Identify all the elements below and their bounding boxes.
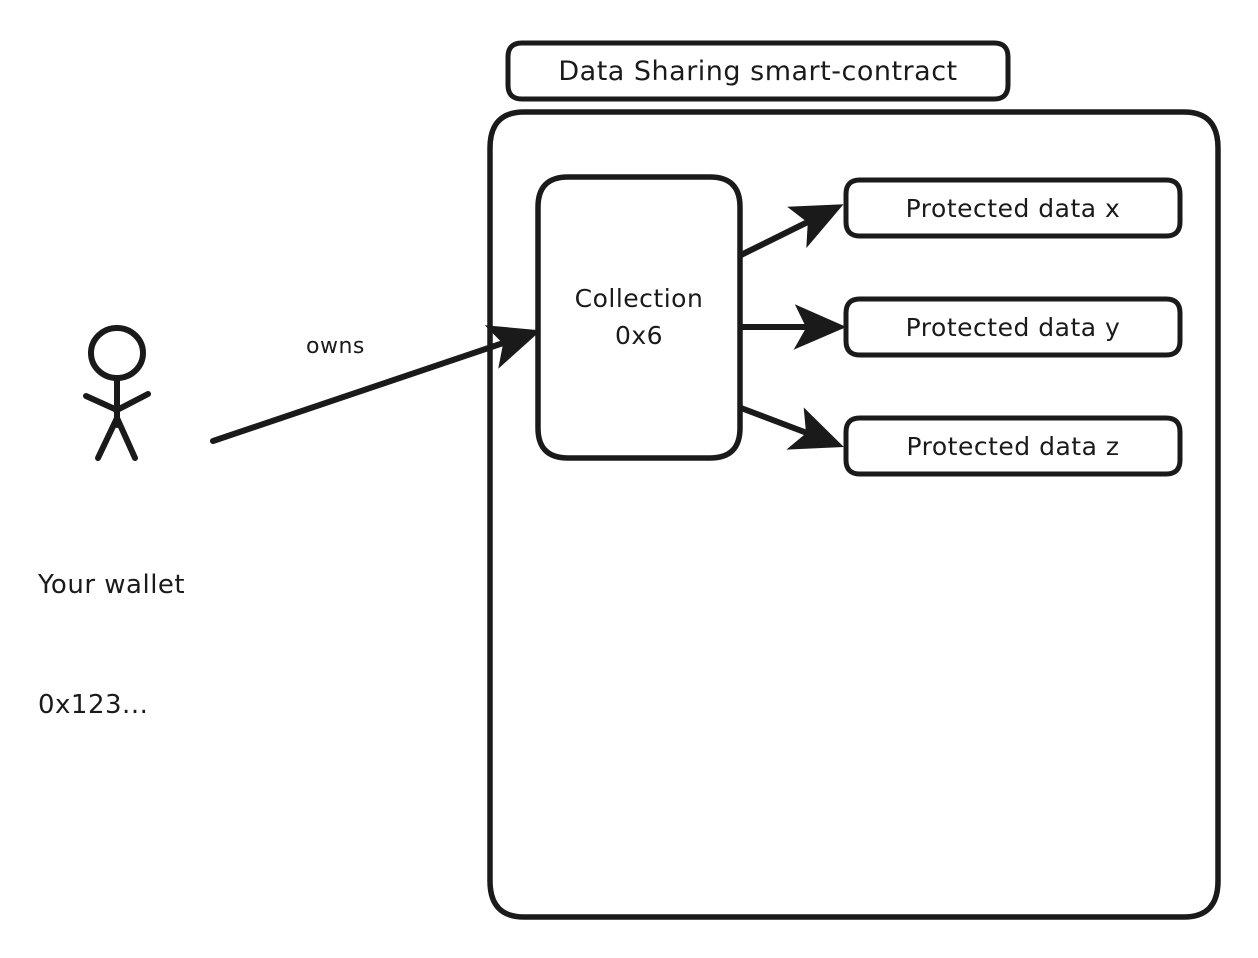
protected-data-x-label: Protected data x xyxy=(905,193,1121,223)
stick-figure-person-icon xyxy=(83,325,151,461)
wallet-label-line2: 0x123... xyxy=(38,690,149,721)
contract-title: Data Sharing smart-contract xyxy=(558,55,958,87)
collection-box-label: Collection 0x6 xyxy=(538,177,740,458)
protected-data-z-label: Protected data z xyxy=(906,431,1120,461)
edge-collection-to-protected-data-x xyxy=(738,204,844,258)
edge-collection-to-protected-data-z xyxy=(738,405,844,450)
protected-data-y-label: Protected data y xyxy=(905,312,1121,342)
collection-label-line1: Collection xyxy=(574,284,704,314)
collection-label-line2: 0x6 xyxy=(614,320,664,350)
wallet-label-line1: Your wallet xyxy=(38,569,186,600)
edge-label-owns: owns xyxy=(306,334,365,359)
wallet-label: Your wallet 0x123... xyxy=(38,484,185,806)
edge-wallet-owns-collection xyxy=(210,325,541,444)
